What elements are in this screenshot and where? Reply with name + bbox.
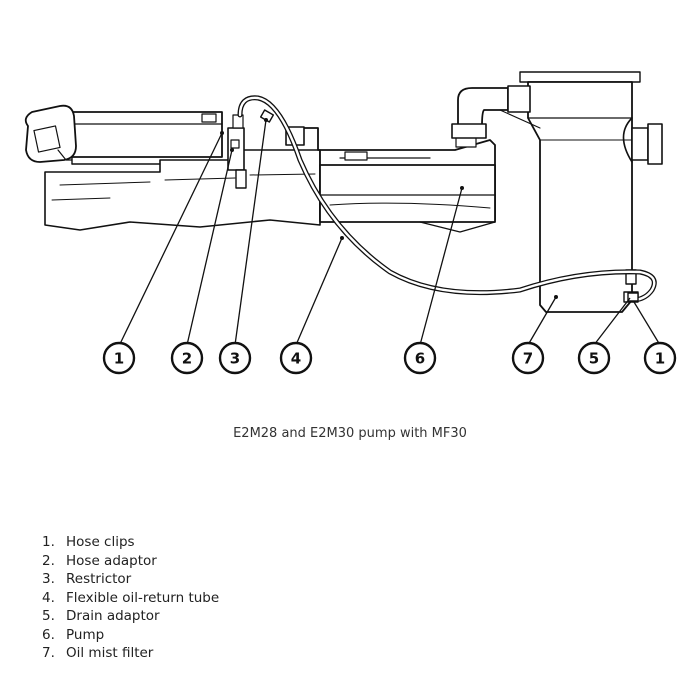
legend-number: 6. (42, 626, 55, 643)
legend-number: 2. (42, 552, 55, 569)
callout: 6 (403, 341, 437, 375)
callout-label: 1 (655, 350, 665, 368)
legend-text: Hose clips (66, 534, 135, 550)
legend-text: Restrictor (66, 571, 132, 587)
motor (24, 104, 223, 165)
legend-number: 5. (42, 608, 55, 624)
leader-lines (118, 119, 661, 347)
callout: 4 (279, 341, 313, 375)
callout: 5 (577, 341, 611, 375)
callout: 1 (643, 341, 677, 375)
legend-text: Oil mist filter (66, 645, 154, 661)
pump-assembly-diagram: 1 2 3 4 6 7 5 1 (24, 71, 677, 375)
legend-item: 7. Oil mist filter (42, 644, 219, 663)
callout: 3 (218, 341, 252, 375)
legend-text: Flexible oil-return tube (66, 589, 220, 606)
legend-text: Hose adaptor (66, 552, 157, 569)
leader-dots (220, 118, 558, 299)
legend-item: 6. Pump (42, 626, 219, 645)
callout: 1 (102, 341, 136, 375)
legend-item: 1. Hose clips (42, 533, 219, 552)
legend-text: Pump (66, 626, 105, 643)
parts-legend: 1. Hose clips 2. Hose adaptor 3. Restrictor… (42, 533, 219, 663)
callout-label: 7 (523, 350, 533, 368)
callout-label: 6 (415, 350, 425, 368)
legend-number: 4. (42, 589, 55, 606)
legend-text: Drain adaptor (66, 608, 160, 624)
legend-number: 3. (42, 571, 55, 587)
legend-item: 2. Hose adaptor (42, 552, 219, 571)
legend-number: 7. (42, 645, 55, 661)
legend-item: 3. Restrictor (42, 570, 219, 589)
hose-adaptor-block (227, 114, 247, 189)
oil-mist-filter (451, 71, 663, 313)
legend-item: 4. Flexible oil-return tube (42, 589, 219, 608)
base-structure (44, 149, 321, 231)
callout-label: 4 (291, 350, 301, 368)
legend-item: 5. Drain adaptor (42, 607, 219, 626)
callout-label: 2 (182, 350, 192, 368)
callout: 2 (170, 341, 204, 375)
oil-return-tube (237, 95, 657, 303)
callout: 7 (511, 341, 545, 375)
pump-body (285, 126, 496, 233)
figure-caption: E2M28 and E2M30 pump with MF30 (233, 426, 467, 441)
callout-label: 5 (589, 350, 599, 368)
legend-number: 1. (42, 534, 55, 550)
callout-label: 1 (114, 350, 124, 368)
callout-label: 3 (230, 350, 240, 368)
